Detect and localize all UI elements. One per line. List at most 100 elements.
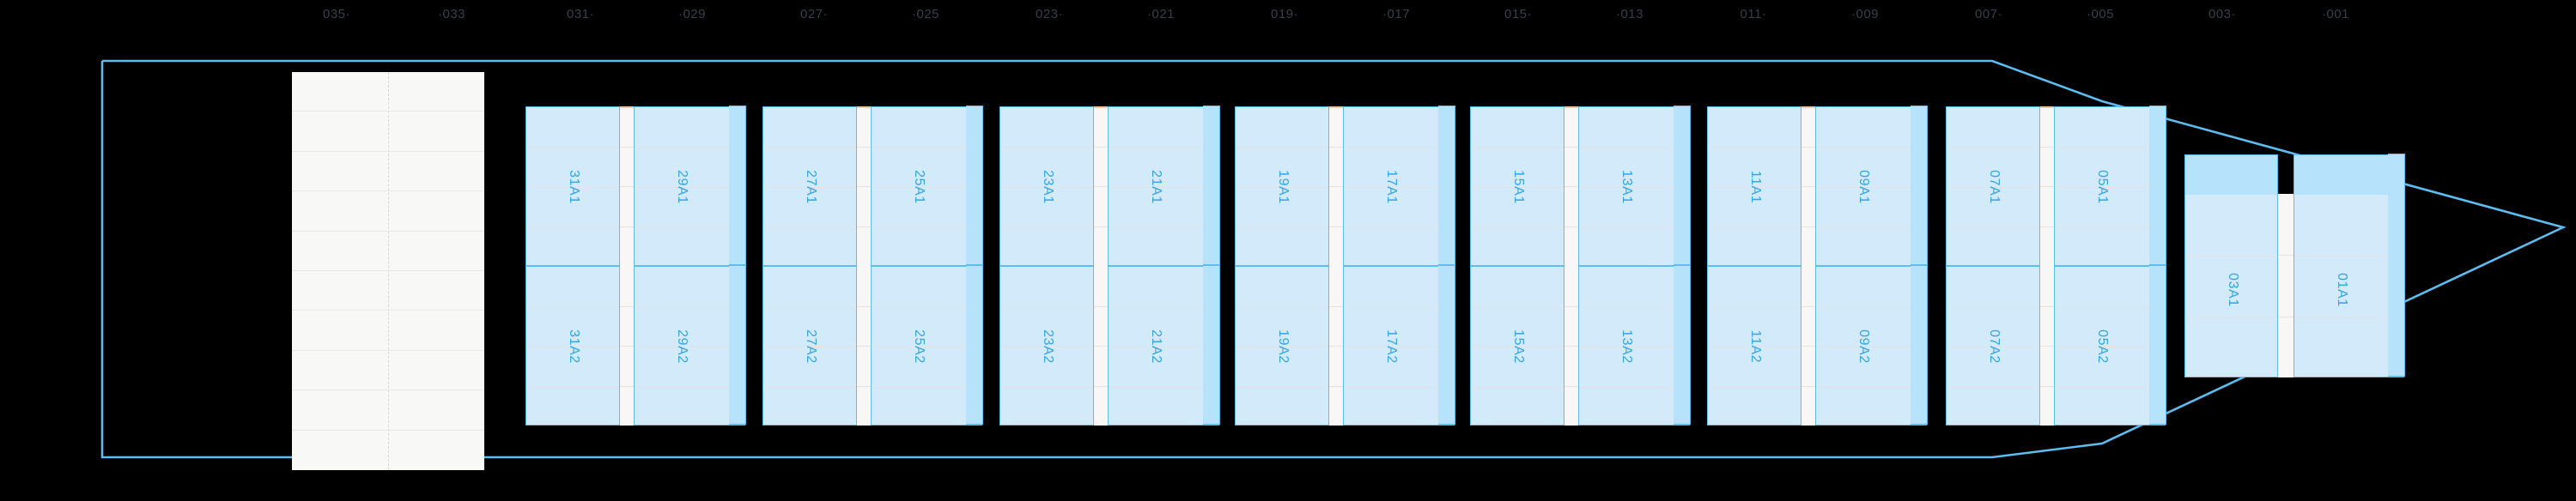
bay-cell-label: 11A2 — [1748, 329, 1763, 364]
bay-cell[interactable]: 19A2 — [1235, 266, 1329, 426]
bay-cell[interactable]: 07A1 — [1946, 106, 2040, 266]
engine-room-row — [292, 390, 484, 431]
bay-cell[interactable]: 15A1 — [1470, 106, 1564, 266]
tier-separator — [872, 187, 981, 188]
bay-cell[interactable]: 15A2 — [1470, 266, 1564, 426]
bay-number-label[interactable]: ·001 — [2321, 7, 2350, 21]
bay-number-label[interactable]: 003· — [2208, 7, 2237, 21]
aisle-tier-separator — [1329, 346, 1343, 347]
aisle-tier-separator — [2040, 305, 2054, 307]
bay-cell-label: 17A2 — [1384, 329, 1399, 364]
bay-number-label[interactable]: 007· — [1974, 7, 2003, 21]
bay-number-label[interactable]: 011· — [1740, 7, 1767, 21]
deck-strip — [1203, 106, 1220, 266]
bay-aisle-gap — [1564, 266, 1578, 426]
engine-room-block — [292, 72, 484, 470]
bay-cell[interactable]: 25A1 — [871, 106, 983, 266]
bay-cell[interactable]: 31A2 — [526, 266, 620, 426]
bay-number-label[interactable]: 027· — [799, 7, 829, 21]
bay-cell[interactable]: 17A1 — [1343, 106, 1455, 266]
bay-number-label[interactable]: 031· — [566, 7, 595, 21]
deck-strip — [1674, 106, 1691, 266]
tier-separator — [1344, 306, 1454, 308]
bay-cell[interactable]: 31A1 — [526, 106, 620, 266]
bay-number-label[interactable]: ·013 — [1615, 7, 1644, 21]
bay-cell[interactable]: 13A2 — [1578, 265, 1691, 426]
bay-aisle-gap — [1801, 266, 1815, 426]
bay-cell[interactable]: 09A2 — [1815, 265, 1928, 426]
tier-separator — [1344, 386, 1454, 388]
bay-number-label[interactable]: 035· — [322, 7, 351, 21]
bay-block-31-29[interactable]: 31A1 29A1 31A2 29A2 — [526, 106, 746, 426]
bay-aisle-gap — [2040, 106, 2054, 266]
bay-cell[interactable]: 23A2 — [999, 266, 1094, 426]
bay-number-label[interactable]: ·029 — [677, 7, 707, 21]
bay-number-label[interactable]: ·009 — [1850, 7, 1880, 21]
deck-strip — [2149, 106, 2166, 266]
tier-separator — [1579, 386, 1689, 388]
bay-cell-label: 29A2 — [675, 329, 690, 364]
bay-cell[interactable]: 19A1 — [1235, 106, 1329, 266]
bay-cell-label: 01A1 — [2334, 273, 2349, 307]
bay-cell[interactable]: 17A2 — [1343, 265, 1455, 426]
tier-separator — [1236, 386, 1328, 388]
aisle-tier-separator — [1801, 305, 1815, 307]
deck-band — [2294, 155, 2403, 195]
bay-number-label[interactable]: 023· — [1035, 7, 1064, 21]
engine-room-row — [292, 191, 484, 232]
bay-number-label[interactable]: ·033 — [437, 7, 466, 21]
aisle-tier-separator — [2040, 186, 2054, 187]
bay-cell[interactable]: 29A2 — [634, 265, 746, 426]
bay-number-label[interactable]: ·005 — [2086, 7, 2115, 21]
bay-cell[interactable]: 09A1 — [1815, 106, 1928, 266]
deck-strip — [729, 106, 746, 266]
bay-number-label[interactable]: ·021 — [1146, 7, 1176, 21]
bay-number-label[interactable]: ·025 — [911, 7, 940, 21]
bay-block-03-01[interactable]: 03A1 01A1 — [2184, 154, 2405, 377]
bay-number-label[interactable]: 019· — [1270, 7, 1299, 21]
bay-cell[interactable]: 21A1 — [1108, 106, 1220, 266]
tier-separator — [1109, 386, 1218, 388]
bay-number-label[interactable]: ·017 — [1382, 7, 1411, 21]
bay-cell-label: 29A1 — [675, 170, 690, 204]
bay-cell[interactable]: 11A1 — [1707, 106, 1801, 266]
tier-separator — [1344, 226, 1454, 228]
tier-separator — [763, 187, 856, 188]
aisle-tier-separator — [2040, 346, 2054, 347]
bay-cell-label: 31A1 — [567, 170, 581, 204]
hatch-cover-marker — [1329, 106, 1343, 108]
bay-cell[interactable]: 01A1 — [2293, 154, 2405, 377]
deck-strip — [2149, 265, 2166, 426]
bay-cell[interactable]: 23A1 — [999, 106, 1094, 266]
bay-cell-label: 13A1 — [1619, 170, 1634, 204]
bay-cell[interactable]: 05A1 — [2054, 106, 2166, 266]
bay-cell[interactable]: 11A2 — [1707, 266, 1801, 426]
tier-separator — [1947, 306, 2039, 308]
aisle-tier-separator — [1564, 186, 1578, 187]
bay-aisle-gap — [1564, 106, 1578, 266]
tier-separator — [1947, 226, 2039, 228]
bay-cell[interactable]: 13A1 — [1578, 106, 1691, 266]
bay-cell[interactable]: 05A2 — [2054, 265, 2166, 426]
deck-strip — [966, 265, 983, 426]
bay-cell[interactable]: 27A2 — [762, 266, 857, 426]
bay-cell[interactable]: 07A2 — [1946, 266, 2040, 426]
bay-cell-label: 07A2 — [1987, 329, 2002, 364]
bay-cell[interactable]: 03A1 — [2184, 154, 2278, 377]
bay-cell[interactable]: 21A2 — [1108, 265, 1220, 426]
bay-cell-label: 27A2 — [804, 329, 818, 364]
aisle-tier-separator — [1564, 146, 1578, 148]
bay-cell[interactable]: 29A1 — [634, 106, 746, 266]
tier-separator — [1471, 306, 1564, 308]
bay-number-label[interactable]: 015· — [1504, 7, 1533, 21]
bay-cell[interactable]: 25A2 — [871, 265, 983, 426]
aisle-tier-separator — [620, 226, 634, 227]
bay-cell-label: 19A2 — [1276, 329, 1291, 364]
bay-cell[interactable]: 27A1 — [762, 106, 857, 266]
